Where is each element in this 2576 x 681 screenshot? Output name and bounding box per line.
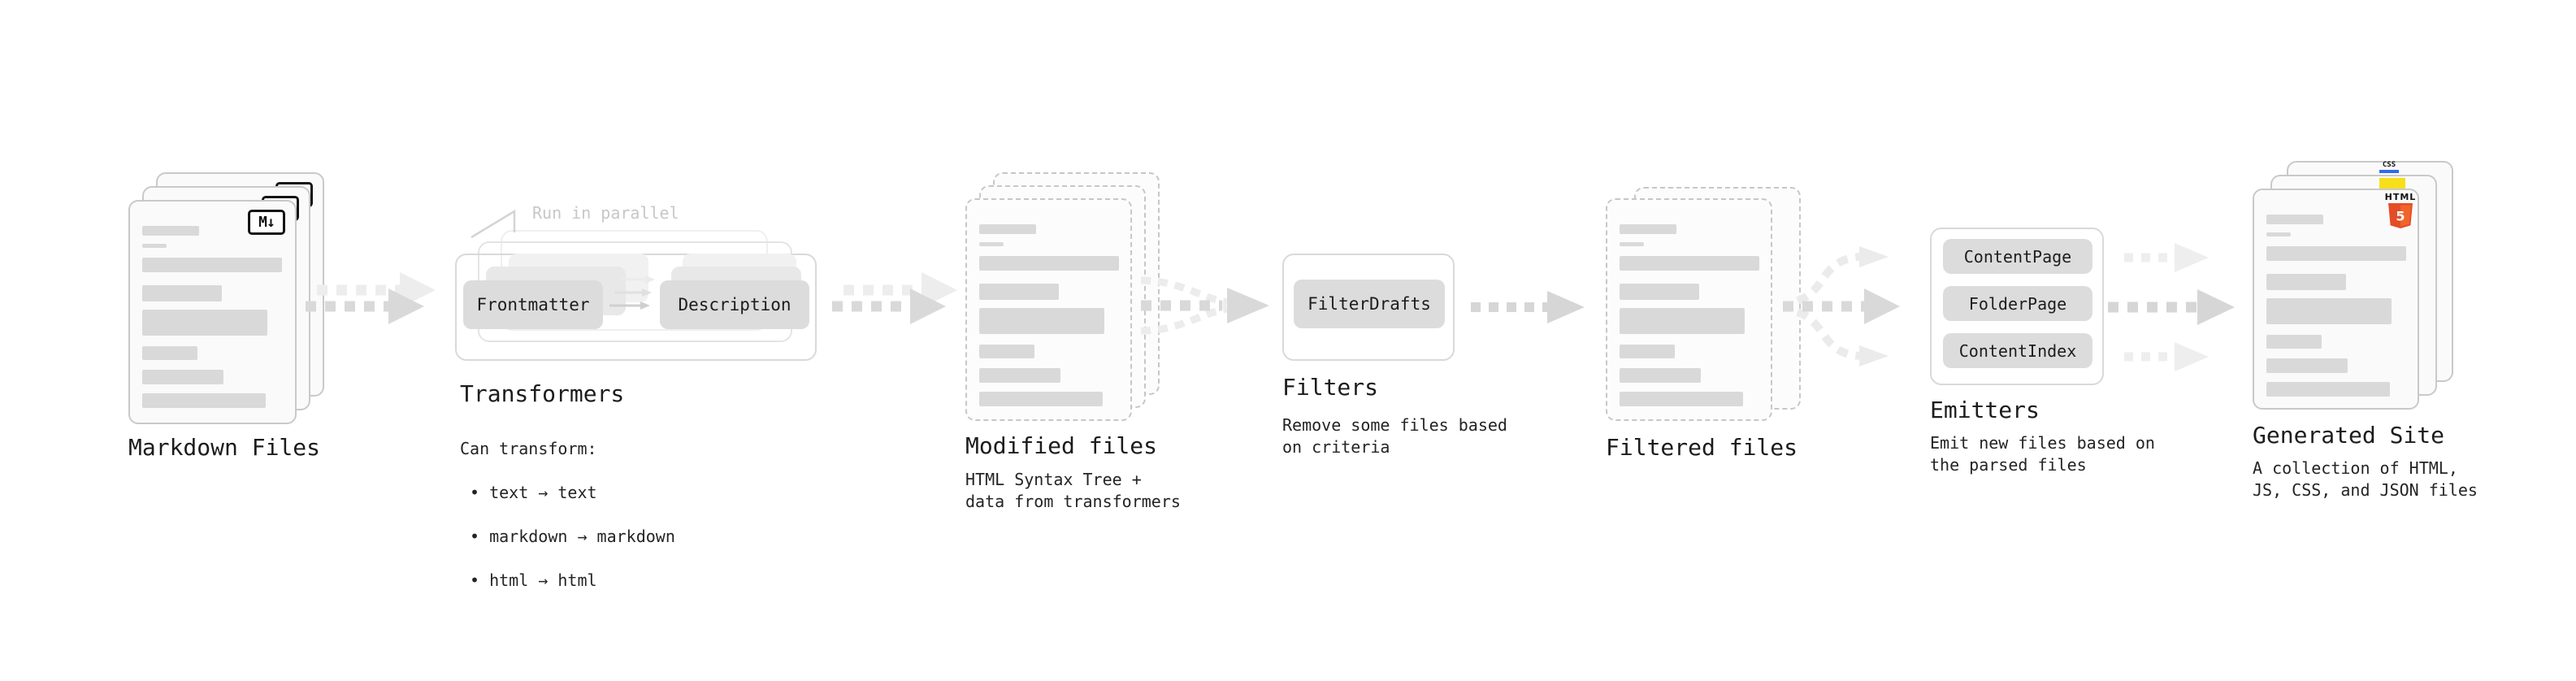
css-icon-underline (2379, 170, 2399, 173)
html5-icon-label: HTML (2384, 192, 2417, 202)
run-in-parallel-annotation: Run in parallel (532, 203, 679, 223)
doc-placeholder-lines (2254, 190, 2418, 397)
arrow-markdown-to-transformers (306, 272, 436, 324)
arrow-emitters-to-site-top (2124, 243, 2209, 272)
css-icon-label: CSS (2382, 161, 2396, 169)
contentindex-pill: ContentIndex (1943, 333, 2092, 368)
css-icon: CSS (2379, 162, 2400, 173)
modified-files-label: Modified files (965, 432, 1158, 459)
arrow-transformers-to-modified (832, 272, 957, 324)
arrow-filtered-to-emitters (1783, 246, 1900, 367)
html5-icon: HTML 5 (2383, 193, 2418, 228)
frontmatter-pill: Frontmatter (463, 280, 603, 329)
html5-shield-number: 5 (2396, 209, 2405, 224)
modified-file-doc-front (965, 198, 1132, 421)
arrow-emitters-to-site-middle (2108, 289, 2235, 325)
emitters-container (1930, 228, 2104, 385)
transform-bullet-text: • text → text (470, 483, 597, 502)
transformers-desc-heading: Can transform: (460, 439, 597, 458)
filtered-files-label: Filtered files (1606, 434, 1798, 461)
transform-bullet-html: • html → html (470, 570, 597, 590)
transformers-label: Transformers (460, 380, 625, 407)
arrow-emitters-to-site-bottom (2124, 342, 2209, 371)
markdown-files-label: Markdown Files (128, 434, 321, 461)
html5-shield-icon: 5 (2388, 203, 2413, 228)
filters-container (1282, 254, 1455, 361)
doc-placeholder-lines (1607, 200, 1771, 406)
filtered-file-doc-front (1606, 198, 1772, 421)
filters-label: Filters (1282, 374, 1379, 401)
doc-placeholder-lines (967, 200, 1130, 406)
description-pill: Description (660, 280, 809, 329)
folderpage-pill: FolderPage (1943, 286, 2092, 321)
contentpage-pill: ContentPage (1943, 239, 2092, 274)
modified-files-description: HTML Syntax Tree + data from transformer… (965, 470, 1181, 511)
filterdrafts-pill: FilterDrafts (1294, 280, 1445, 328)
arrow-modified-to-filters (1140, 276, 1269, 335)
transformers-description: Can transform: • text → text • markdown … (460, 416, 675, 614)
annotation-leader-line (471, 209, 516, 239)
emitters-description: Emit new files based on the parsed files (1930, 433, 2155, 475)
transform-bullet-markdown: • markdown → markdown (470, 527, 675, 546)
generated-site-label: Generated Site (2253, 422, 2445, 449)
transform-flow-arrows-icon (609, 275, 655, 310)
emitters-label: Emitters (1930, 397, 2040, 423)
markdown-icon: M↓ (248, 210, 285, 235)
markdown-icon-label: M↓ (258, 214, 275, 231)
arrow-filters-to-filtered (1471, 291, 1585, 323)
filters-description: Remove some files based on criteria (1282, 415, 1507, 457)
generated-site-description: A collection of HTML, JS, CSS, and JSON … (2253, 458, 2478, 500)
markdown-file-doc-front: M↓ (128, 200, 297, 424)
doc-placeholder-lines (130, 202, 295, 408)
